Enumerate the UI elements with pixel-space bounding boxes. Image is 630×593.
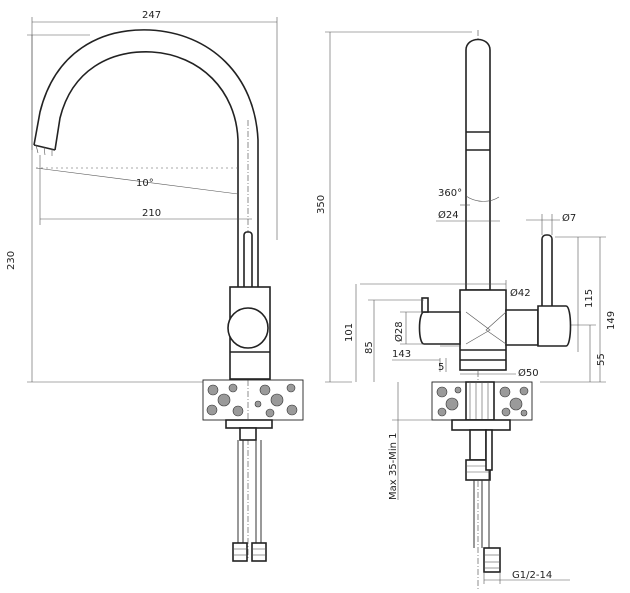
dim-front-height: 230 [6, 34, 230, 383]
dim-thread-label: G1/2-14 [512, 570, 552, 581]
dim-210-label: 210 [142, 208, 161, 219]
dim-d7-label: Ø7 [562, 212, 576, 224]
front-mounting [225, 419, 273, 562]
front-stone-base [202, 379, 304, 421]
front-view: 247 230 10° 210 [6, 10, 304, 562]
dim-mounting-label: Max 35-Min 1 [388, 433, 399, 500]
dim-143: 143 5 [392, 349, 447, 373]
front-body [227, 286, 271, 380]
dim-101: 101 [344, 284, 357, 382]
dim-rotation: 360° [438, 188, 500, 206]
dim-mounting: Max 35-Min 1 [388, 382, 432, 500]
dim-spout-diameter: Ø24 [436, 209, 500, 222]
dim-base-diameter: Ø50 [460, 367, 539, 379]
dim-360deg-label: 360° [438, 188, 462, 199]
dim-front-width: 247 [31, 10, 278, 240]
dim-247-label: 247 [142, 10, 161, 21]
dim-149-label: 149 [606, 311, 617, 330]
front-spout: 10° [33, 29, 259, 290]
side-stone-base [431, 381, 533, 421]
dim-55: 55 [566, 324, 607, 382]
front-lever [243, 231, 253, 293]
dim-101-label: 101 [344, 323, 355, 342]
side-view: 350 360° Ø24 Ø7 [316, 30, 617, 590]
side-mounting [451, 419, 511, 573]
side-body [418, 289, 572, 371]
side-spout [465, 38, 491, 291]
dim-85-label: 85 [364, 341, 375, 354]
dim-d42-label: Ø42 [510, 287, 531, 299]
dim-d50-label: Ø50 [518, 367, 539, 379]
dim-350-label: 350 [316, 195, 327, 214]
dim-d24-label: Ø24 [438, 209, 459, 221]
dim-knob-diameter: Ø28 [393, 311, 424, 345]
dim-143-label: 143 [392, 349, 411, 360]
dim-55-label: 55 [596, 353, 607, 366]
dim-115: 115 [577, 237, 595, 352]
dim-body-diameter: Ø42 [360, 280, 531, 299]
dim-115-label: 115 [584, 289, 595, 308]
dim-85: 85 [364, 299, 424, 382]
dim-side-height: 350 [316, 31, 472, 383]
dim-10deg-label: 10° [136, 178, 154, 189]
dim-149: 149 [540, 236, 617, 383]
dim-thread: G1/2-14 [483, 570, 570, 584]
dim-front-reach: 210 [39, 155, 252, 225]
dim-d28-label: Ø28 [393, 321, 405, 342]
dim-230-label: 230 [6, 251, 17, 270]
dim-5-label: 5 [438, 362, 444, 373]
